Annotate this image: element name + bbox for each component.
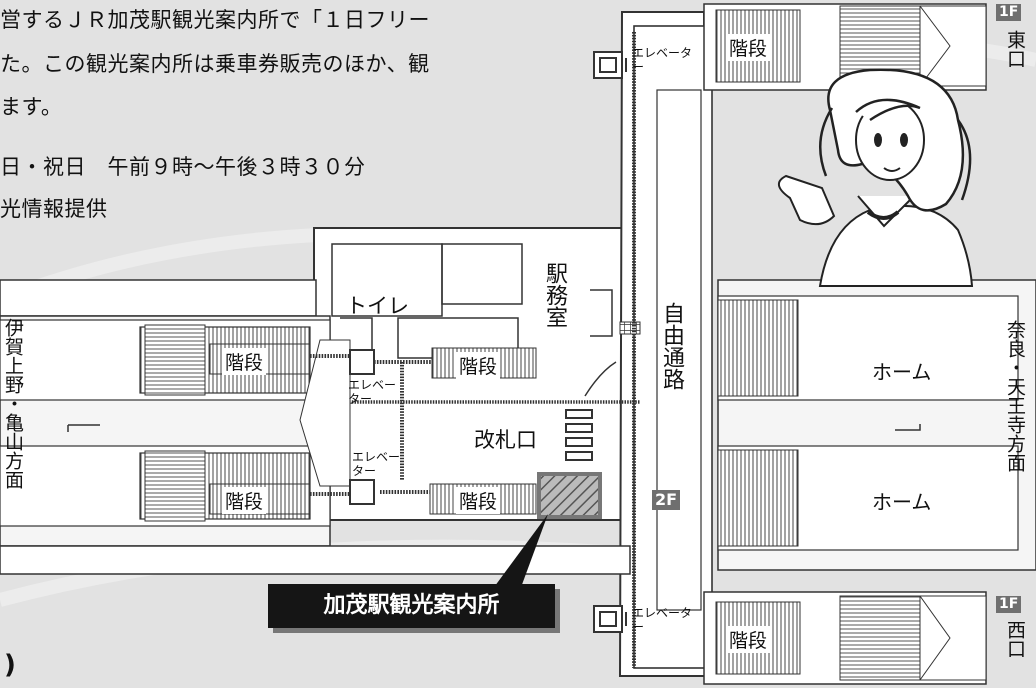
guide-paths bbox=[310, 32, 636, 668]
elevator-label-east: エレベーター bbox=[632, 46, 693, 74]
stairs-label-center-lower: 階段 bbox=[456, 487, 501, 514]
elevator-label-upper: エレベーター bbox=[348, 378, 397, 406]
receptionist-illustration bbox=[778, 68, 974, 287]
floor-badge-1f-west: 1F bbox=[996, 596, 1022, 613]
station-office-label: 駅務室 bbox=[542, 262, 567, 328]
platform-label-upper: ホーム bbox=[872, 360, 932, 384]
intro-line-3: ます。 bbox=[0, 95, 63, 119]
callout-pointer bbox=[492, 514, 548, 590]
stairs-label-west: 階段 bbox=[726, 626, 771, 653]
stairs-label-left-upper: 階段 bbox=[222, 348, 267, 375]
floor-badge-1f-east: 1F bbox=[996, 4, 1022, 21]
right-platform-area bbox=[717, 279, 1036, 571]
intro-line-2: た。この観光案内所は乗車券販売のほか、観 bbox=[0, 52, 430, 76]
intro-line-5: 光情報提供 bbox=[0, 197, 108, 221]
stairs-label-east: 階段 bbox=[726, 34, 771, 61]
toilet-label: トイレ bbox=[346, 294, 409, 318]
tourist-info-office-marker bbox=[537, 472, 602, 519]
interior-walls bbox=[331, 243, 617, 397]
ticket-gate-label: 改札口 bbox=[474, 428, 537, 452]
intro-line-4: 日・祝日 午前９時〜午後３時３０分 bbox=[0, 155, 366, 179]
direction-label-left: 伊賀上野・亀山方面 bbox=[2, 318, 24, 489]
intro-line-1: 営するＪＲ加茂駅観光案内所で「１日フリー bbox=[0, 8, 430, 32]
elevator-shafts bbox=[349, 51, 623, 633]
elevator-label-west: エレベーター bbox=[632, 606, 693, 634]
east-exit-label: 東口 bbox=[1004, 30, 1026, 68]
bottom-text-fragment: ) bbox=[4, 650, 17, 680]
stairs-label-left-lower: 階段 bbox=[222, 487, 267, 514]
direction-label-right: 奈良・天王寺方面 bbox=[1004, 320, 1026, 472]
ticket-gate bbox=[565, 409, 593, 461]
west-exit-label: 西口 bbox=[1004, 620, 1026, 658]
elevator-label-lower: エレベーター bbox=[352, 450, 401, 478]
tourist-info-office-callout: 加茂駅観光案内所 bbox=[268, 584, 555, 628]
floor-badge-2f: 2F bbox=[652, 490, 681, 510]
stairs-label-center-upper: 階段 bbox=[456, 352, 501, 379]
west-exit-stairs bbox=[703, 591, 987, 685]
platform-label-lower: ホーム bbox=[872, 490, 932, 514]
free-passage-label: 自由通路 bbox=[659, 302, 684, 390]
